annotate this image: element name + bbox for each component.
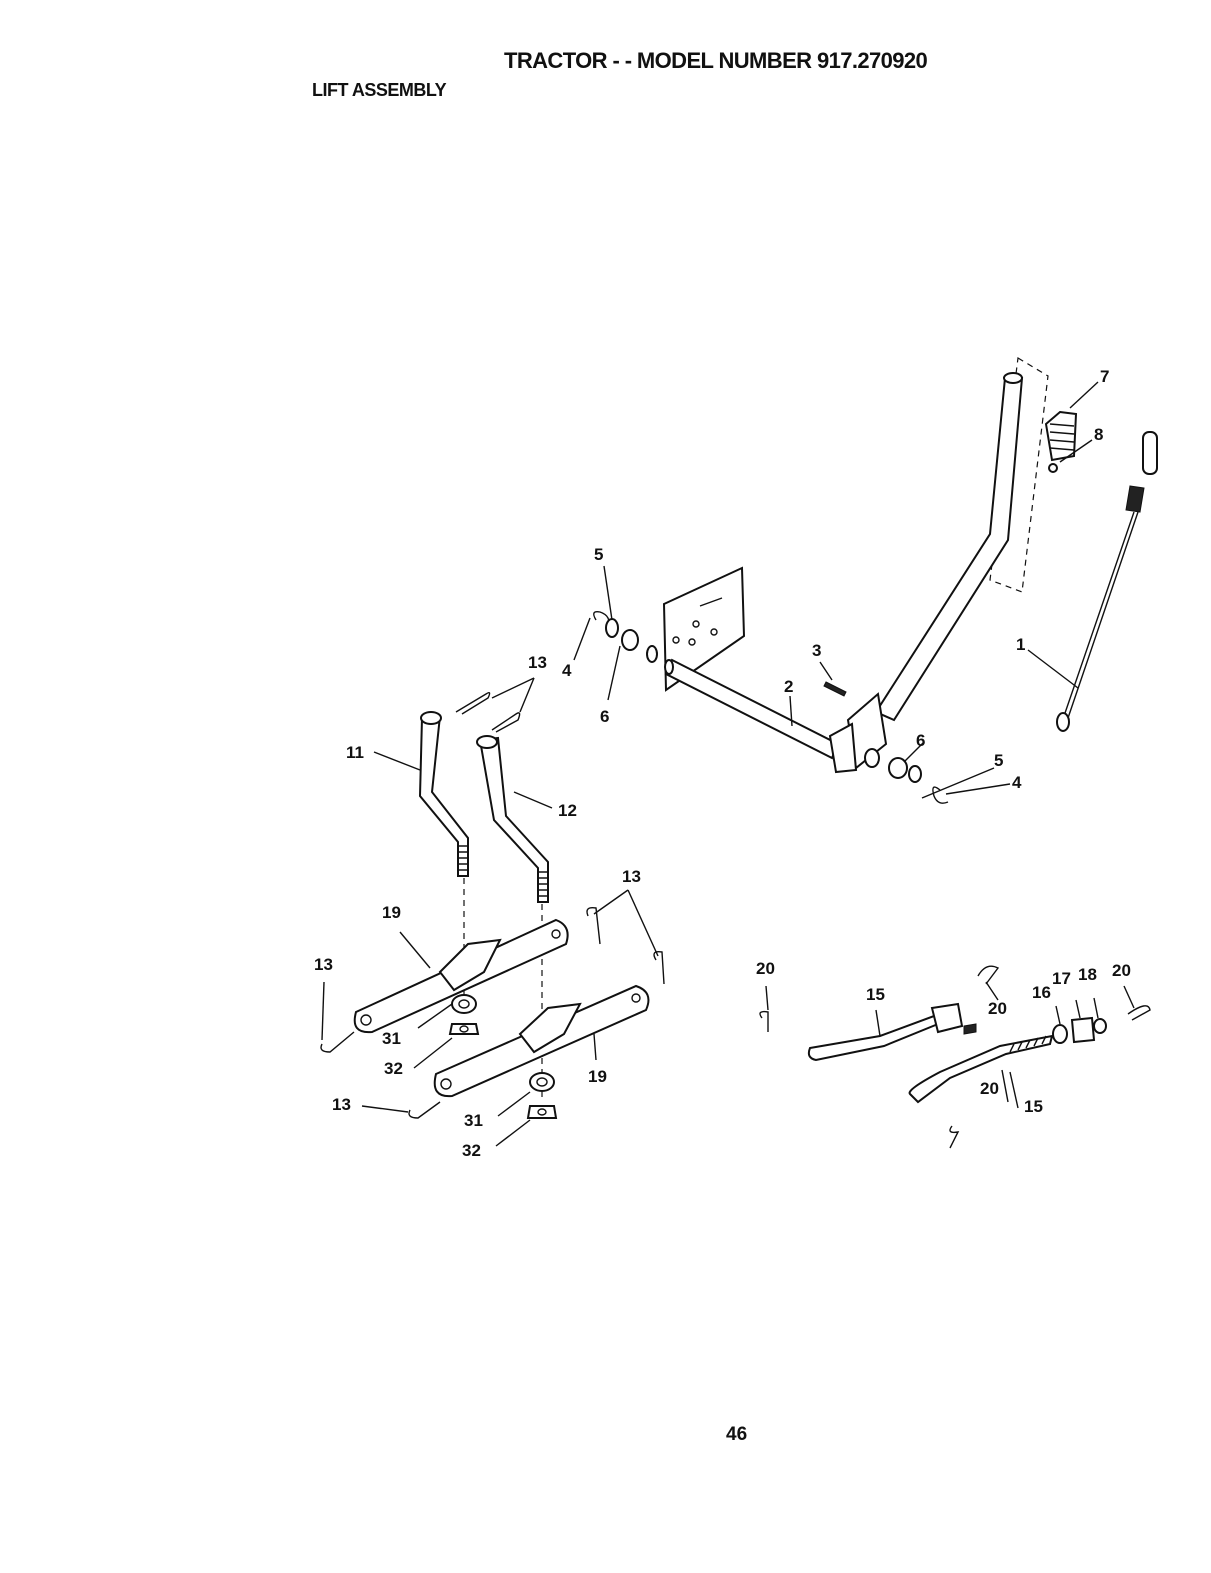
callout-13-top: 13 bbox=[528, 653, 547, 672]
callout-6-left: 6 bbox=[600, 707, 609, 726]
callout-12: 12 bbox=[558, 801, 577, 820]
callout-20-left: 20 bbox=[756, 959, 775, 978]
washer-nut-upper bbox=[450, 995, 478, 1034]
callout-7: 7 bbox=[1100, 367, 1109, 386]
adjust-rod-upper bbox=[809, 1004, 976, 1060]
lift-shaft bbox=[665, 660, 886, 772]
callout-32-lower: 32 bbox=[462, 1141, 481, 1160]
callout-20-mid: 20 bbox=[988, 999, 1007, 1018]
callout-1: 1 bbox=[1016, 635, 1025, 654]
callout-20-lower: 20 bbox=[980, 1079, 999, 1098]
callout-3: 3 bbox=[812, 641, 821, 660]
callout-19-upper: 19 bbox=[382, 903, 401, 922]
lift-link-right bbox=[477, 736, 548, 902]
callout-18: 18 bbox=[1078, 965, 1097, 984]
callout-19-lower: 19 bbox=[588, 1067, 607, 1086]
callout-17: 17 bbox=[1052, 969, 1071, 988]
callout-20-right: 20 bbox=[1112, 961, 1131, 980]
lift-arm-upper bbox=[355, 920, 568, 1032]
callout-11: 11 bbox=[346, 743, 364, 762]
callout-31-upper: 31 bbox=[382, 1029, 401, 1048]
callout-32-upper: 32 bbox=[384, 1059, 403, 1078]
callout-13-mid: 13 bbox=[622, 867, 641, 886]
callout-13-left: 13 bbox=[314, 955, 333, 974]
handle-grip bbox=[1046, 412, 1076, 472]
roll-pin bbox=[824, 682, 846, 696]
callout-15-upper: 15 bbox=[866, 985, 885, 1004]
left-shaft-hardware bbox=[594, 612, 657, 662]
callout-5-right: 5 bbox=[994, 751, 1003, 770]
lift-link-left bbox=[420, 712, 468, 876]
callout-13-bottom: 13 bbox=[332, 1095, 351, 1114]
callout-2: 2 bbox=[784, 677, 793, 696]
callout-8: 8 bbox=[1094, 425, 1103, 444]
callout-16: 16 bbox=[1032, 983, 1051, 1002]
callout-5-left: 5 bbox=[594, 545, 603, 564]
callout-4-left: 4 bbox=[562, 661, 572, 680]
hairpin-clips-top bbox=[456, 693, 520, 732]
callout-31-lower: 31 bbox=[464, 1111, 483, 1130]
lift-lever bbox=[876, 373, 1022, 720]
callout-6-right: 6 bbox=[916, 731, 925, 750]
lift-cable bbox=[1057, 432, 1157, 731]
ferrule-hardware bbox=[1053, 1018, 1106, 1043]
callout-4-right: 4 bbox=[1012, 773, 1022, 792]
right-shaft-hardware bbox=[865, 749, 948, 803]
callout-15-lower: 15 bbox=[1024, 1097, 1043, 1116]
